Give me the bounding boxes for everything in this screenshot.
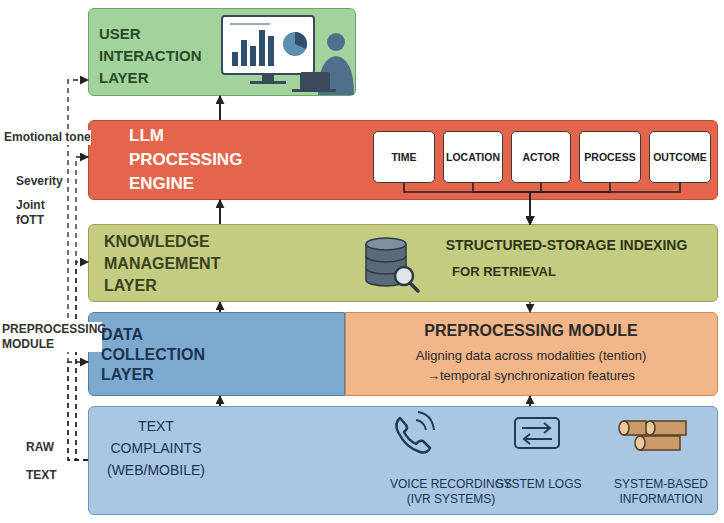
node-title: USER INTERACTION LAYER	[99, 23, 224, 89]
layer-box: USER INTERACTION LAYER	[88, 8, 356, 96]
node-text: Aligning data across modalities (tention…	[346, 347, 716, 364]
flow-arrow	[529, 396, 531, 406]
layer-box: LLM PROCESSING ENGINE TIME LOCATION ACTOR PR…	[88, 120, 718, 200]
side-label: Joint fOTT	[16, 198, 60, 228]
source-band: TEXT COMPLAINTS (WEB/MOBILE)VOICE RECORD…	[88, 406, 718, 515]
layer-box: DATA COLLECTION LAYER	[88, 312, 345, 396]
node-text: →temporal synchronization features	[346, 367, 716, 384]
side-label: PREPROCESSING MODULE	[2, 322, 102, 352]
node-title: DATA COLLECTION LAYER	[101, 325, 231, 385]
flow-arrow	[219, 302, 221, 312]
node-title: PREPROCESSING MODULE	[346, 321, 716, 341]
node-title: PROCESS	[580, 151, 640, 164]
node-text: STRUCTURED-STORAGE INDEXING	[424, 235, 709, 255]
field-box: PROCESS	[579, 131, 641, 183]
dashed-arrow	[76, 157, 88, 460]
node-title: TIME	[374, 151, 434, 164]
side-label: Severity	[16, 174, 63, 189]
flow-arrow	[219, 200, 221, 224]
dashed-arrow	[76, 262, 88, 460]
side-label: RAW	[26, 440, 54, 455]
node-title: LLM PROCESSING ENGINE	[129, 124, 264, 196]
flow-arrow	[219, 396, 221, 406]
node-text: FOR RETRIEVAL	[444, 263, 564, 281]
module-box: PREPROCESSING MODULE Aligning data across…	[345, 312, 718, 396]
node-title: TEXT COMPLAINTS (WEB/MOBILE)	[101, 415, 211, 481]
dashed-arrow	[68, 362, 88, 460]
field-box: TIME	[373, 131, 435, 183]
node-title: ACTOR	[512, 151, 570, 164]
node-title: LOCATION	[444, 151, 502, 164]
field-box: LOCATION	[443, 131, 503, 183]
side-label: Emotional tone	[4, 130, 91, 145]
dashed-arrow	[529, 302, 530, 312]
layer-box: KNOWLEDGE MANAGEMENT LAYER STRUCTURED-STO…	[88, 224, 718, 302]
node-text: SYSTEM-BASED INFORMATION	[602, 477, 720, 507]
field-box: OUTCOME	[649, 131, 711, 183]
node-title: KNOWLEDGE MANAGEMENT LAYER	[104, 231, 244, 297]
side-label: TEXT	[26, 468, 57, 483]
node-title: OUTCOME	[650, 151, 710, 164]
node-text: SYSTEM LOGS	[491, 477, 586, 492]
field-box: ACTOR	[511, 131, 571, 183]
flow-arrow	[219, 96, 221, 120]
